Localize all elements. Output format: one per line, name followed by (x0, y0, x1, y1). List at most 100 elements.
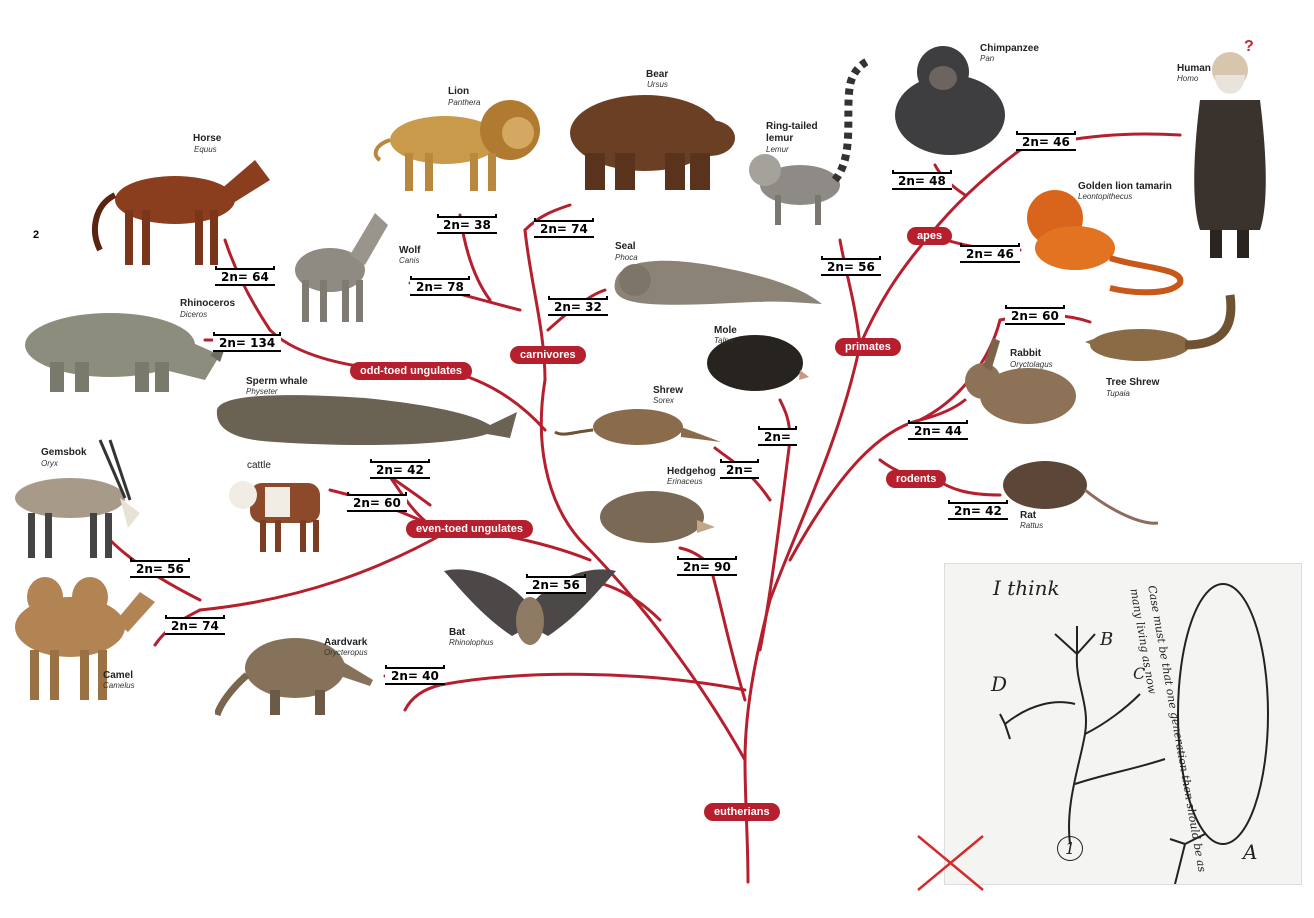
camel-illustration (15, 577, 155, 700)
sketch-letter-c: C (1133, 664, 1146, 683)
animal-seal (610, 252, 825, 312)
lemur-illustration (749, 56, 872, 225)
aardvark-illustration (215, 638, 373, 717)
rat-genus: Rattus (1020, 521, 1044, 530)
branch-primates (768, 343, 862, 602)
sketch-heading: I think (993, 576, 1060, 600)
label-eutherians: eutherians (704, 803, 780, 821)
animal-tree-shrew (1080, 290, 1245, 372)
bat-chromosomes: 2n= 56 (526, 574, 586, 594)
rabbit-genus: Oryctolagus (1010, 360, 1053, 369)
seal-chromosomes: 2n= 32 (548, 296, 608, 316)
shrew-illustration (554, 409, 721, 445)
horse-name: Horse (193, 133, 222, 144)
gemsbok-chromosomes: 2n= 56 (130, 558, 190, 578)
branch-rabbit (918, 398, 967, 422)
bear-genus: Ursus (647, 80, 668, 89)
tamarin-name: Golden lion tamarin (1078, 181, 1172, 192)
trunk-branch (743, 598, 772, 884)
branch-left-main (539, 378, 747, 762)
shrew-genus: Sorex (653, 396, 674, 405)
lemur-chromosomes: 2n= 56 (821, 256, 881, 276)
sketch-letter-b: B (1100, 629, 1114, 650)
lemur-name-line1: Ring-tailed (766, 121, 818, 132)
animal-mole (705, 325, 810, 395)
animal-horse (80, 145, 275, 270)
animal-lemur (745, 55, 875, 230)
animal-aardvark (215, 620, 375, 717)
animal-human (1185, 40, 1275, 262)
branch-eventoed (383, 468, 592, 562)
wolf-genus: Canis (399, 256, 420, 265)
label-rodents: rodents (886, 470, 947, 488)
tree-shrew-illustration (1085, 294, 1236, 361)
sketch-letter-a: A (1243, 840, 1258, 864)
gemsbok-genus: Oryx (41, 459, 58, 468)
seal-genus: Phoca (615, 253, 638, 262)
hedgehog-illustration (600, 491, 715, 543)
horse-chromosomes: 2n= 64 (215, 266, 275, 286)
chimpanzee-genus: Pan (980, 54, 995, 63)
animal-tamarin (1020, 188, 1185, 300)
branch-lemur (838, 238, 862, 347)
tree-shrew-genus: Tupaia (1106, 389, 1130, 398)
gemsbok-name: Gemsbok (41, 447, 87, 458)
rhinoceros-illustration (25, 313, 227, 392)
gemsbok-illustration (15, 439, 140, 558)
branch-rodents-main (788, 318, 1002, 562)
mole-illustration (707, 335, 809, 391)
lion-illustration (373, 100, 540, 191)
human-genus: Homo (1177, 74, 1199, 83)
branch-hedgehog (708, 563, 747, 702)
camel-name: Camel (103, 670, 134, 681)
animal-sperm-whale (215, 390, 520, 450)
camel-genus: Camelus (103, 681, 135, 690)
rat-illustration (1003, 461, 1159, 525)
human-name: Human (1177, 63, 1211, 74)
sperm-whale-illustration (216, 395, 517, 446)
cattle-name: cattle (247, 460, 271, 471)
rat-name: Rat (1020, 510, 1037, 521)
wolf-name: Wolf (399, 245, 421, 256)
bear-illustration (570, 95, 735, 190)
branch-camel-gemsbok (198, 528, 452, 612)
bear-name: Bear (646, 69, 669, 80)
aardvark-genus: Orycteropus (324, 648, 368, 657)
sketch-letter-d: D (991, 672, 1008, 696)
tamarin-chromosomes: 2n= 46 (960, 243, 1020, 263)
label-even-toed-ungulates: even-toed ungulates (406, 520, 533, 538)
bat-name: Bat (449, 627, 466, 638)
animal-rhinoceros (15, 300, 230, 395)
darwin-tree-sketch: I think B C D A 1 Case must be that one … (944, 563, 1302, 885)
chimpanzee-chromosomes: 2n= 48 (892, 170, 952, 190)
rhinoceros-genus: Diceros (180, 310, 208, 319)
animal-gemsbok (10, 438, 145, 560)
label-odd-toed-ungulates: odd-toed ungulates (350, 362, 473, 380)
animal-shrew (553, 402, 723, 447)
animal-camel (10, 572, 158, 702)
rabbit-name: Rabbit (1010, 348, 1042, 359)
sperm-whale-genus: Physeter (246, 387, 278, 396)
wolf-chromosomes: 2n= 78 (410, 276, 470, 296)
bat-genus: Rhinolophus (449, 638, 494, 647)
tree-shrew-name: Tree Shrew (1106, 377, 1160, 388)
lemur-name-line2: lemur (766, 133, 794, 144)
tamarin-illustration (1027, 190, 1184, 296)
animal-lion (370, 95, 545, 195)
horse-illustration (92, 160, 270, 265)
rhinoceros-chromosomes: 2n= 134 (213, 332, 282, 352)
hedgehog-genus: Erinaceus (667, 477, 703, 486)
cattle-illustration (229, 481, 320, 552)
bear-chromosomes: 2n= 74 (534, 218, 594, 238)
branch-bear (523, 203, 572, 232)
human-chromosomes: 2n= 46 (1016, 131, 1076, 151)
tree-shrew-chromosomes: 2n= 60 (1005, 305, 1065, 325)
mole-genus: Talpa (714, 336, 734, 345)
animal-hedgehog (597, 485, 717, 545)
cattle-chromosomes: 2n= 60 (347, 492, 407, 512)
wolf-illustration (295, 213, 388, 322)
shrew-name: Shrew (653, 385, 684, 396)
rabbit-illustration (965, 338, 1076, 424)
branch-primates-up (858, 233, 932, 347)
aardvark-chromosomes: 2n= 40 (385, 665, 445, 685)
